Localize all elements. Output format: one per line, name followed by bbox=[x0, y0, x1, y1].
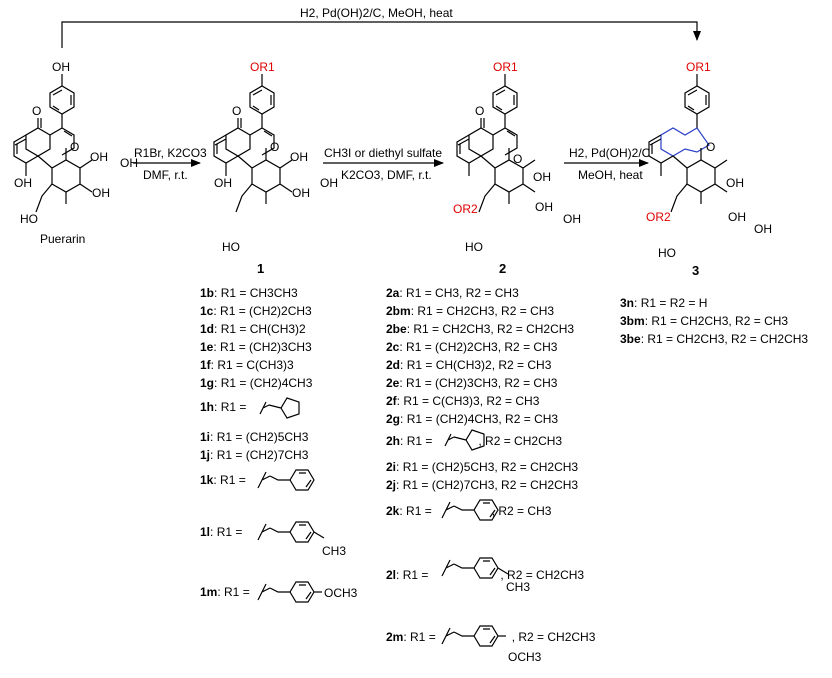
atom-label: OH bbox=[120, 156, 138, 170]
list-item: 1m: R1 = bbox=[200, 585, 250, 599]
atom-label: O bbox=[706, 140, 716, 154]
atom-label: O bbox=[70, 140, 80, 154]
list-item: 1b: R1 = CH3CH3 bbox=[200, 286, 298, 300]
atom-label-or2: OR2 bbox=[453, 202, 478, 216]
atom-label: OH bbox=[214, 176, 232, 190]
1m-methoxybenzyl bbox=[257, 581, 322, 603]
list-item: 2be: R1 = CH2CH3, R2 = CH2CH3 bbox=[386, 322, 575, 336]
reagent-step1-line1: R1Br, K2CO3 bbox=[134, 146, 207, 160]
list-item: 2g: R1 = (CH2)4CH3, R2 = CH3 bbox=[386, 412, 559, 426]
list-item: 2e: R1 = (CH2)3CH3, R2 = CH3 bbox=[386, 376, 558, 390]
reagent-step2-line2: K2CO3, DMF, r.t. bbox=[341, 168, 432, 182]
list-item: 1g: R1 = (CH2)4CH3 bbox=[200, 376, 313, 390]
atom-label: OH bbox=[92, 186, 110, 200]
atom-label: O bbox=[32, 104, 42, 118]
atom-label: O bbox=[232, 104, 242, 118]
list-item: 1l: R1 = bbox=[200, 525, 243, 539]
atom-label: OH bbox=[754, 222, 772, 236]
atom-label: OH bbox=[90, 150, 108, 164]
list-item: 1e: R1 = (CH2)3CH3 bbox=[200, 340, 312, 354]
atom-label: HO bbox=[20, 212, 38, 226]
reagent-step3-line1: H2, Pd(OH)2/C bbox=[569, 146, 651, 160]
list-item: 1c: R1 = (CH2)2CH3 bbox=[200, 304, 312, 318]
list-item: 1j: R1 = (CH2)7CH3 bbox=[200, 448, 309, 462]
list-item: 3n: R1 = R2 = H bbox=[620, 296, 708, 310]
reagent-top: H2, Pd(OH)2/C, MeOH, heat bbox=[300, 6, 453, 20]
list-item: 1k: R1 = bbox=[200, 473, 246, 487]
list-item: 1d: R1 = CH(CH3)2 bbox=[200, 322, 306, 336]
atom-label: OH bbox=[14, 176, 32, 190]
list-item: 2i: R1 = (CH2)5CH3, R2 = CH2CH3 bbox=[386, 460, 579, 474]
atom-label-or2: OR2 bbox=[646, 210, 671, 224]
list-item: 2f: R1 = C(CH3)3, R2 = CH3 bbox=[386, 394, 540, 408]
atom-label: OH bbox=[52, 60, 70, 74]
1k-benzyl bbox=[257, 469, 315, 491]
atom-label: OH bbox=[320, 176, 338, 190]
list-item: 2a: R1 = CH3, R2 = CH3 bbox=[386, 286, 519, 300]
list-item: 1i: R1 = (CH2)5CH3 bbox=[200, 430, 309, 444]
atom-label: CH3 bbox=[322, 544, 347, 558]
atom-label: OH bbox=[728, 210, 746, 224]
atom-label: OH bbox=[563, 212, 581, 226]
atom-label: O bbox=[513, 152, 523, 166]
list-item: 2h: R1 =, R2 = CH2CH3 bbox=[386, 434, 563, 448]
atom-label: OCH3 bbox=[324, 586, 358, 600]
atom-label: HO bbox=[658, 246, 676, 260]
list-item: 1h: R1 = bbox=[200, 400, 247, 414]
list-item: 1f: R1 = C(CH3)3 bbox=[200, 358, 294, 372]
atom-label: OH bbox=[535, 200, 553, 214]
list-item: 3bm: R1 = CH2CH3, R2 = CH3 bbox=[620, 314, 789, 328]
atom-label: HO bbox=[465, 240, 483, 254]
compound-1-structure bbox=[213, 73, 293, 213]
atom-label: OH bbox=[292, 186, 310, 200]
list-item: 3be: R1 = CH2CH3, R2 = CH2CH3 bbox=[620, 332, 809, 346]
1l-methylbenzyl bbox=[257, 521, 325, 543]
atom-label-or1: OR1 bbox=[250, 60, 275, 74]
atom-label-or1: OR1 bbox=[686, 60, 711, 74]
2m-methoxybenzyl bbox=[441, 625, 506, 647]
list-item: 2l: R1 =, R2 = CH2CH3 bbox=[386, 568, 585, 582]
list-item: 2d: R1 = CH(CH3)2, R2 = CH3 bbox=[386, 358, 552, 372]
list-item: 2k: R1 =, R2 = CH3 bbox=[386, 504, 552, 518]
atom-label: OH bbox=[290, 150, 308, 164]
atom-label: CH3 bbox=[506, 580, 531, 594]
2l-methylbenzyl bbox=[441, 557, 509, 579]
list-item: 2c: R1 = (CH2)2CH3, R2 = CH3 bbox=[386, 340, 558, 354]
list-item: 2bm: R1 = CH2CH3, R2 = CH3 bbox=[386, 304, 555, 318]
atom-label: OCH3 bbox=[508, 650, 542, 664]
list-item: 2m: R1 =, R2 = CH2CH3 bbox=[386, 630, 596, 644]
atom-label: OH bbox=[726, 176, 744, 190]
atom-label: HO bbox=[222, 240, 240, 254]
1h-cyclopentyl bbox=[259, 397, 300, 419]
top-arrow bbox=[61, 21, 701, 48]
compound-2-label: 2 bbox=[499, 261, 507, 276]
atom-label-or1: OR1 bbox=[493, 60, 518, 74]
reagent-step1-line2: DMF, r.t. bbox=[143, 168, 188, 182]
compound-1-label: 1 bbox=[257, 261, 265, 276]
atom-label: O bbox=[475, 104, 485, 118]
compound-2-structure bbox=[456, 73, 536, 213]
reagent-step2-line1: CH3I or diethyl sulfate bbox=[324, 146, 443, 160]
atom-label: O bbox=[270, 140, 280, 154]
reagent-step3-line2: MeOH, heat bbox=[578, 168, 643, 182]
compound-3-label: 3 bbox=[692, 263, 700, 278]
atom-label: OH bbox=[533, 170, 551, 184]
puerarin-structure bbox=[13, 73, 93, 213]
puerarin-label: Puerarin bbox=[40, 232, 86, 246]
list-item: 2j: R1 = (CH2)7CH3, R2 = CH2CH3 bbox=[386, 478, 579, 492]
